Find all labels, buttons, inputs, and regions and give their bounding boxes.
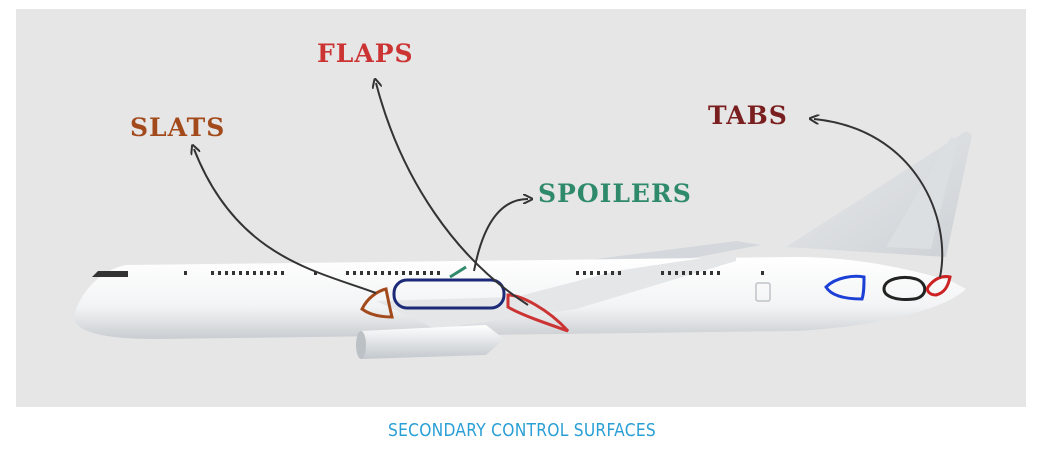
spoilers-label: SPOILERS bbox=[538, 179, 692, 208]
spoilers-arrow bbox=[473, 199, 528, 272]
engine bbox=[361, 325, 504, 359]
slats-arrow bbox=[194, 149, 377, 294]
flaps-outline bbox=[506, 293, 570, 333]
near-wing bbox=[376, 253, 736, 329]
cockpit-window bbox=[92, 271, 128, 277]
figure-caption: SECONDARY CONTROL SURFACES bbox=[388, 420, 656, 441]
aircraft-illustration bbox=[74, 9, 972, 359]
slats-label: SLATS bbox=[130, 113, 226, 142]
flaps-label: FLAPS bbox=[317, 39, 414, 68]
tabs-arrow bbox=[814, 119, 944, 278]
elevator-outline-black bbox=[882, 275, 927, 301]
tabs-label: TABS bbox=[708, 101, 788, 130]
elevator-outline-blue bbox=[824, 274, 866, 301]
diagram-panel: SLATS FLAPS SPOILERS TABS bbox=[16, 9, 1026, 407]
rear-door bbox=[755, 282, 771, 302]
engine-outline bbox=[392, 278, 506, 310]
flaps-arrow bbox=[376, 83, 529, 306]
slats-outline bbox=[360, 287, 394, 319]
passenger-windows bbox=[184, 271, 764, 275]
tabs-outline bbox=[926, 275, 952, 297]
spoilers-outline bbox=[449, 265, 467, 279]
